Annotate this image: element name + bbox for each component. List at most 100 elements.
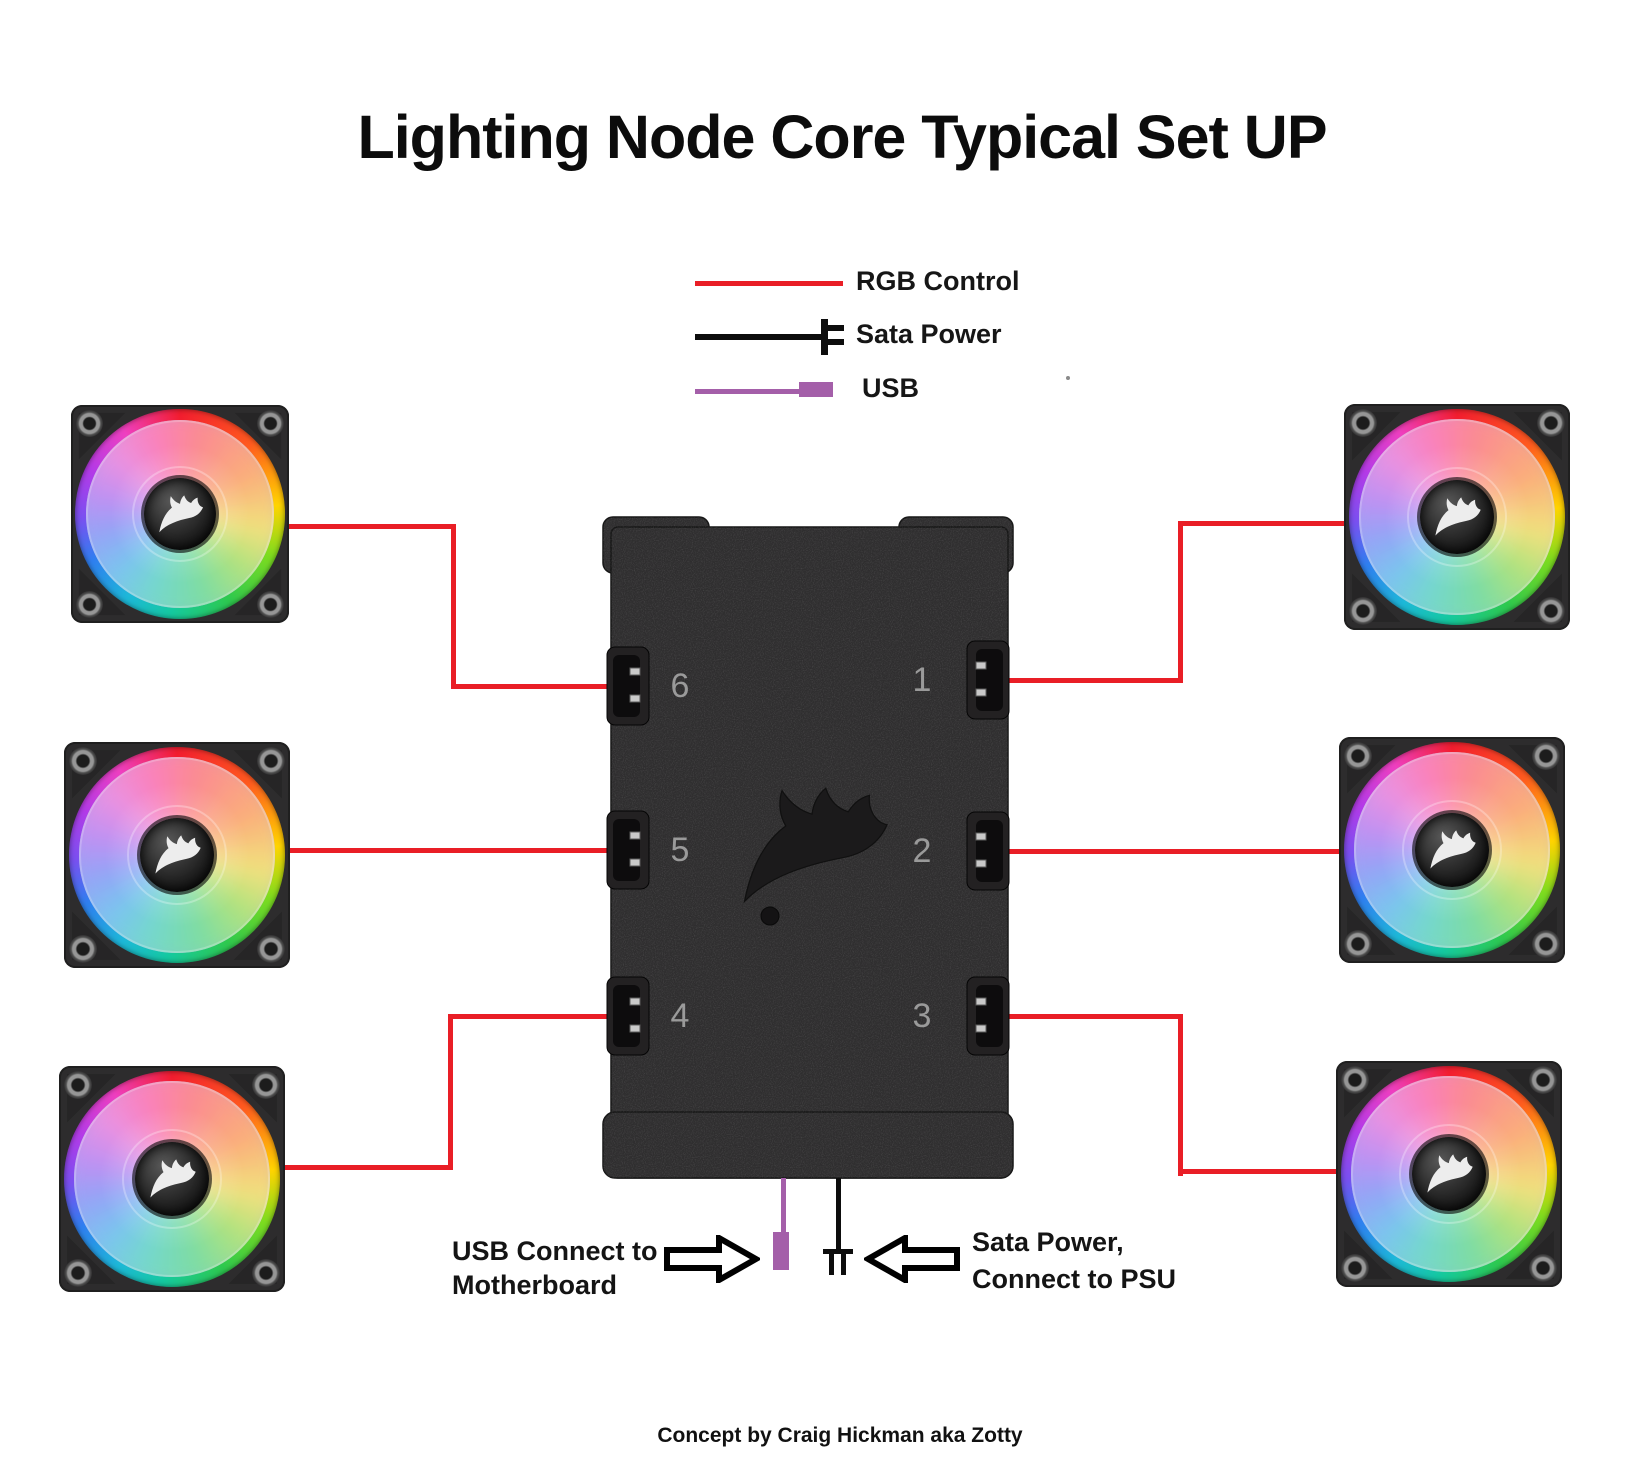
fan-hub <box>139 817 215 893</box>
legend-rgb-label: RGB Control <box>856 266 1020 296</box>
rgb-fan-bottom-right <box>1336 1061 1562 1287</box>
sata-connector-icon <box>823 1249 853 1254</box>
rgb-cable-port4 <box>285 1165 453 1170</box>
rgb-cable-port1 <box>1178 521 1345 526</box>
usb-connector-icon <box>773 1232 789 1270</box>
screw-hole-icon <box>1348 596 1378 626</box>
screw-hole-icon <box>256 409 285 438</box>
fan-hub <box>1411 1136 1487 1212</box>
rgb-cable-port5 <box>288 848 612 853</box>
port-6: 6 <box>606 646 690 726</box>
screw-hole-icon <box>1536 408 1566 438</box>
screw-hole-icon <box>75 409 104 438</box>
sata-annotation-line1: Sata Power, <box>972 1227 1124 1257</box>
fan-hub <box>134 1141 210 1217</box>
rgb-cable-port6 <box>451 684 611 689</box>
port-4: 4 <box>606 976 690 1056</box>
screw-hole-icon <box>1528 1253 1558 1283</box>
port-5: 5 <box>606 810 690 890</box>
sata-connector-icon <box>829 1254 834 1275</box>
fan-rgb-ring <box>1348 408 1566 626</box>
rgb-fan-top-right <box>1344 404 1570 630</box>
port-2: 2 <box>913 811 1010 891</box>
screw-hole-icon <box>63 1070 93 1100</box>
controller-left-ports: 6 5 4 <box>606 646 690 1056</box>
screw-hole-icon <box>251 1070 281 1100</box>
page-title: Lighting Node Core Typical Set UP <box>357 103 1327 171</box>
legend-usb-line-icon <box>695 389 799 394</box>
port-number: 6 <box>671 667 690 705</box>
port-number: 5 <box>671 831 690 869</box>
sata-connector-icon <box>841 1254 846 1275</box>
rgb-cable-port4 <box>448 1014 611 1019</box>
rgb-cable-port1 <box>1008 678 1183 683</box>
screw-hole-icon <box>1340 1065 1370 1095</box>
screw-hole-icon <box>1536 596 1566 626</box>
sata-annotation: Sata Power, Connect to PSU <box>972 1224 1176 1298</box>
corsair-logo-icon <box>1435 497 1481 536</box>
screw-hole-icon <box>1340 1253 1370 1283</box>
screw-hole-icon <box>68 746 98 776</box>
rgb-cable-port6 <box>288 524 454 529</box>
sata-cable <box>836 1178 841 1252</box>
fan-hub <box>1414 812 1490 888</box>
screw-hole-icon <box>75 590 104 619</box>
usb-annotation: USB Connect to Motherboard <box>452 1234 658 1302</box>
screw-hole-icon <box>1348 408 1378 438</box>
screw-hole-icon <box>256 746 286 776</box>
screw-hole-icon <box>1343 929 1373 959</box>
controller-hole <box>760 906 780 926</box>
sata-annotation-line2: Connect to PSU <box>972 1264 1177 1294</box>
arrow-right-icon <box>664 1235 760 1283</box>
legend-sata-prong-icon <box>828 325 844 331</box>
fan-rgb-ring <box>68 746 286 964</box>
screw-hole-icon <box>1343 741 1373 771</box>
rgb-cable-port3 <box>1178 1169 1338 1174</box>
rgb-fan-bottom-left <box>59 1066 285 1292</box>
legend-usb-plug-icon <box>799 382 833 397</box>
usb-annotation-line2: Motherboard <box>452 1270 617 1300</box>
port-1: 1 <box>913 640 1010 720</box>
rgb-cable-port6 <box>451 524 456 689</box>
screw-hole-icon <box>1531 741 1561 771</box>
screw-hole-icon <box>1531 929 1561 959</box>
fan-hub <box>1419 479 1495 555</box>
port-number: 1 <box>913 661 932 699</box>
corsair-logo-icon <box>743 787 888 904</box>
rgb-cable-port1 <box>1178 521 1183 683</box>
legend-sata-line-icon <box>695 334 822 340</box>
rgb-fan-top-left <box>71 405 289 623</box>
usb-cable <box>781 1178 786 1234</box>
screw-hole-icon <box>256 590 285 619</box>
controller-right-ports: 1 2 3 <box>913 640 1010 1056</box>
arrow-left-icon <box>864 1235 960 1283</box>
corsair-logo-icon <box>1430 830 1476 869</box>
port-number: 4 <box>671 997 690 1035</box>
fan-hub <box>144 478 216 550</box>
rgb-fan-middle-right <box>1339 737 1565 963</box>
screw-hole-icon <box>63 1258 93 1288</box>
rgb-cable-port3 <box>1008 1014 1183 1019</box>
screw-hole-icon <box>1528 1065 1558 1095</box>
port-3: 3 <box>913 976 1010 1056</box>
legend-sata-prong-icon <box>828 339 844 345</box>
legend-rgb-line-icon <box>695 281 843 286</box>
legend-sata-label: Sata Power <box>856 319 1002 349</box>
credit-text: Concept by Craig Hickman aka Zotty <box>657 1424 1023 1447</box>
screw-hole-icon <box>68 934 98 964</box>
rgb-fan-middle-left <box>64 742 290 968</box>
corsair-logo-icon <box>159 495 203 533</box>
rgb-cable-port3 <box>1178 1014 1183 1176</box>
port-number: 3 <box>913 997 932 1035</box>
corsair-logo-icon <box>150 1159 196 1198</box>
rgb-cable-port2 <box>1008 849 1341 854</box>
port-number: 2 <box>913 832 932 870</box>
corsair-logo-icon <box>1427 1154 1473 1193</box>
stray-dot <box>1066 376 1070 380</box>
rgb-cable-port4 <box>448 1014 453 1170</box>
legend-sata-plug-icon <box>821 319 828 355</box>
lighting-node-core-controller: 6 5 4 1 <box>600 515 1016 1182</box>
legend-usb-label: USB <box>862 373 920 403</box>
screw-hole-icon <box>256 934 286 964</box>
